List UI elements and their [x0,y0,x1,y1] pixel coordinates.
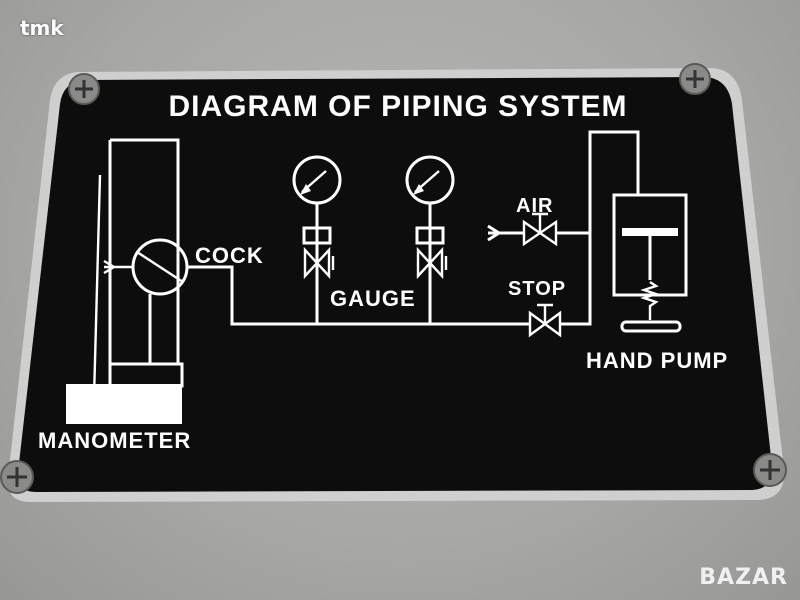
main-pipe [187,130,640,326]
screw-icon [68,73,100,105]
pressure-gauge-icon [405,155,455,324]
plate-face [17,77,773,492]
gauge-label: GAUGE [330,286,416,311]
watermark-top-left: tmk [20,16,64,40]
hand-pump-label: HAND PUMP [586,348,728,373]
watermark-bottom-right: BAZAR [699,565,788,590]
pump-icon [612,193,688,333]
air-label: AIR [516,195,553,217]
stop-label: STOP [508,278,566,300]
pressure-gauge-icon [292,155,342,324]
screw-icon [0,460,34,494]
plate-title: DIAGRAM OF PIPING SYSTEM [168,90,627,123]
cock-label: COCK [195,243,264,268]
valve-icon [522,212,558,247]
manometer-label: MANOMETER [38,428,191,453]
screw-icon [753,453,787,487]
screw-icon [679,63,711,95]
valve-icon [528,303,562,338]
